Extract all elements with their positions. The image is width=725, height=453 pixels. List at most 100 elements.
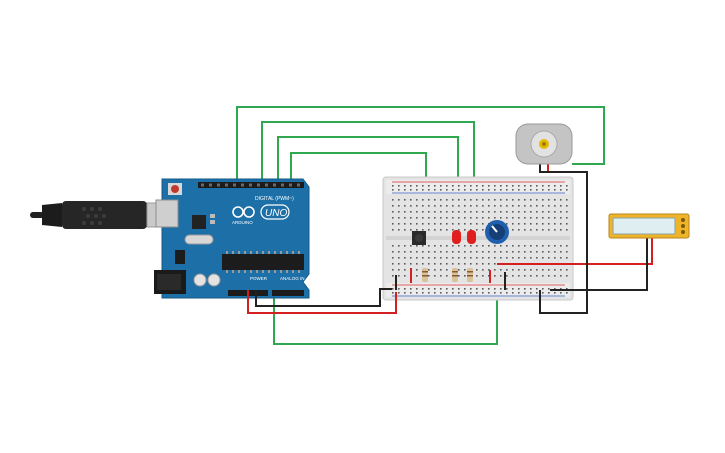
breadboard-hole bbox=[404, 211, 406, 213]
breadboard-hole bbox=[470, 217, 472, 219]
breadboard-hole bbox=[518, 269, 520, 271]
breadboard-hole bbox=[452, 189, 454, 191]
breadboard-hole bbox=[452, 217, 454, 219]
breadboard-hole bbox=[428, 211, 430, 213]
breadboard-hole bbox=[398, 245, 400, 247]
breadboard-hole bbox=[518, 288, 520, 290]
breadboard-hole bbox=[422, 292, 424, 294]
breadboard-hole bbox=[518, 205, 520, 207]
breadboard-hole bbox=[452, 288, 454, 290]
breadboard-hole bbox=[404, 288, 406, 290]
breadboard-hole bbox=[482, 217, 484, 219]
breadboard-hole bbox=[392, 217, 394, 219]
breadboard-hole bbox=[464, 251, 466, 253]
breadboard-hole bbox=[410, 205, 412, 207]
breadboard-hole bbox=[452, 257, 454, 259]
breadboard-hole bbox=[566, 257, 568, 259]
breadboard-hole bbox=[434, 251, 436, 253]
breadboard-hole bbox=[434, 245, 436, 247]
breadboard-hole bbox=[440, 245, 442, 247]
breadboard-hole bbox=[524, 217, 526, 219]
breadboard-hole bbox=[398, 217, 400, 219]
breadboard-hole bbox=[446, 292, 448, 294]
breadboard-hole bbox=[488, 199, 490, 201]
breadboard-hole bbox=[434, 223, 436, 225]
breadboard-hole bbox=[440, 269, 442, 271]
breadboard-hole bbox=[518, 251, 520, 253]
breadboard-hole bbox=[494, 217, 496, 219]
breadboard-hole bbox=[554, 245, 556, 247]
breadboard-hole bbox=[410, 245, 412, 247]
breadboard-hole bbox=[566, 205, 568, 207]
breadboard-hole bbox=[488, 251, 490, 253]
breadboard-hole bbox=[434, 292, 436, 294]
breadboard-hole bbox=[434, 229, 436, 231]
breadboard-hole bbox=[464, 199, 466, 201]
breadboard-hole bbox=[464, 229, 466, 231]
breadboard-hole bbox=[428, 275, 430, 277]
breadboard-hole bbox=[536, 288, 538, 290]
breadboard-hole bbox=[398, 199, 400, 201]
breadboard-hole bbox=[536, 223, 538, 225]
arduino-logo bbox=[232, 206, 255, 218]
breadboard-hole bbox=[542, 185, 544, 187]
breadboard-hole bbox=[530, 269, 532, 271]
breadboard-hole bbox=[500, 251, 502, 253]
breadboard-hole bbox=[560, 257, 562, 259]
breadboard-hole bbox=[560, 251, 562, 253]
breadboard-hole bbox=[416, 199, 418, 201]
breadboard-hole bbox=[566, 211, 568, 213]
breadboard-hole bbox=[470, 199, 472, 201]
breadboard-hole bbox=[566, 275, 568, 277]
breadboard-hole bbox=[392, 229, 394, 231]
breadboard-hole bbox=[554, 185, 556, 187]
breadboard-hole bbox=[554, 205, 556, 207]
breadboard-hole bbox=[512, 229, 514, 231]
breadboard-hole bbox=[470, 292, 472, 294]
breadboard-hole bbox=[422, 288, 424, 290]
breadboard-hole bbox=[398, 288, 400, 290]
breadboard-hole bbox=[542, 199, 544, 201]
breadboard-hole bbox=[554, 257, 556, 259]
breadboard-hole bbox=[506, 223, 508, 225]
breadboard-hole bbox=[434, 288, 436, 290]
breadboard-hole bbox=[566, 292, 568, 294]
breadboard-hole bbox=[500, 211, 502, 213]
breadboard-hole bbox=[428, 263, 430, 265]
breadboard-hole bbox=[404, 205, 406, 207]
breadboard-hole bbox=[494, 263, 496, 265]
breadboard-hole bbox=[560, 185, 562, 187]
breadboard-hole bbox=[446, 199, 448, 201]
breadboard-hole bbox=[506, 251, 508, 253]
breadboard-hole bbox=[416, 275, 418, 277]
breadboard-hole bbox=[440, 229, 442, 231]
breadboard-hole bbox=[500, 217, 502, 219]
breadboard-hole bbox=[452, 185, 454, 187]
breadboard-hole bbox=[470, 229, 472, 231]
breadboard-hole bbox=[452, 211, 454, 213]
breadboard-hole bbox=[506, 257, 508, 259]
breadboard-hole bbox=[518, 217, 520, 219]
breadboard-hole bbox=[422, 189, 424, 191]
breadboard-hole bbox=[494, 189, 496, 191]
breadboard-hole bbox=[428, 189, 430, 191]
breadboard-hole bbox=[524, 288, 526, 290]
breadboard-hole bbox=[560, 223, 562, 225]
breadboard-hole bbox=[422, 263, 424, 265]
breadboard-hole bbox=[482, 275, 484, 277]
breadboard-hole bbox=[536, 189, 538, 191]
breadboard-hole bbox=[494, 199, 496, 201]
breadboard-hole bbox=[476, 269, 478, 271]
breadboard-hole bbox=[494, 275, 496, 277]
breadboard-hole bbox=[410, 257, 412, 259]
breadboard-hole bbox=[506, 211, 508, 213]
breadboard-hole bbox=[452, 199, 454, 201]
breadboard-hole bbox=[482, 257, 484, 259]
breadboard-hole bbox=[464, 288, 466, 290]
breadboard-hole bbox=[446, 275, 448, 277]
breadboard-hole bbox=[458, 275, 460, 277]
breadboard-hole bbox=[500, 189, 502, 191]
breadboard-hole bbox=[554, 251, 556, 253]
breadboard-hole bbox=[548, 251, 550, 253]
breadboard-hole bbox=[458, 229, 460, 231]
